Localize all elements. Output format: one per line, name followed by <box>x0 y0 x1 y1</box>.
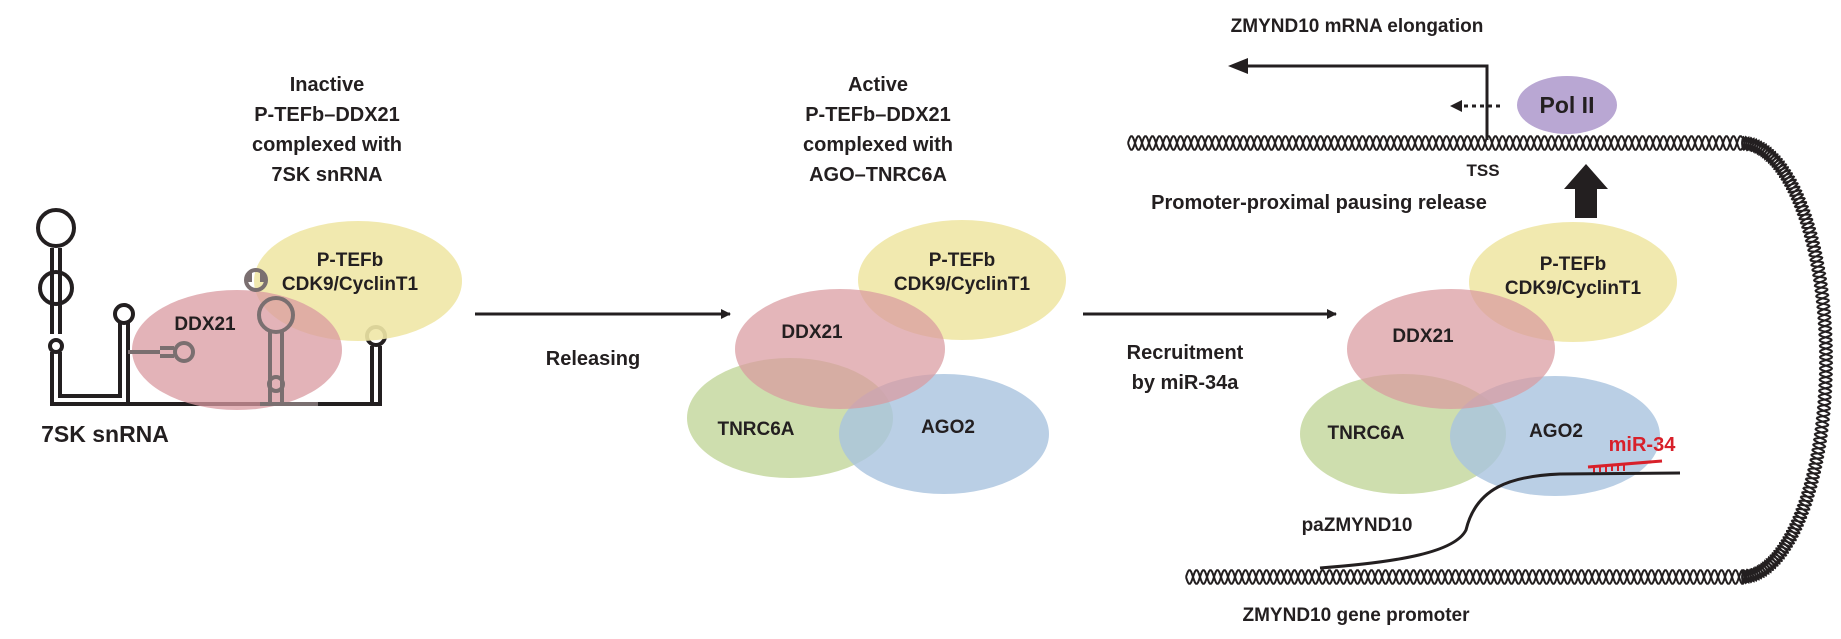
pausing-label: Promoter-proximal pausing release <box>1151 192 1487 214</box>
panel2-ptefb-label-line2: CDK9/CyclinT1 <box>894 274 1031 295</box>
panel-recruitment: ZMYND10 mRNA elongation Pol II TSS Promo… <box>1127 16 1834 626</box>
panel-active: Active P-TEFb–DDX21 complexed with AGO–T… <box>687 74 1066 494</box>
pazmynd10-strand-icon <box>1319 471 1681 570</box>
snrna-stem-loop-icon <box>36 208 387 406</box>
panel2-title-line3: complexed with <box>803 134 953 156</box>
mir34-label: miR-34 <box>1609 434 1677 456</box>
panel1-title-line1: Inactive <box>290 74 364 96</box>
panel3-tnrc6a-label: TNRC6A <box>1327 423 1404 444</box>
arrow1-label: Releasing <box>546 348 640 370</box>
panel2-ddx21-label: DDX21 <box>781 322 843 343</box>
panel2-title-line2: P-TEFb–DDX21 <box>805 104 951 126</box>
panel3-ago2-label: AGO2 <box>1529 421 1583 442</box>
arrow-icon <box>1450 100 1462 112</box>
panel1-snrna-label: 7SK snRNA <box>41 421 169 447</box>
panel2-title-line1: Active <box>848 74 908 96</box>
pol2-label: Pol II <box>1540 92 1595 118</box>
dna-helix-icon <box>1741 135 1834 585</box>
elongation-label: ZMYND10 mRNA elongation <box>1231 16 1484 37</box>
arrow-icon <box>1228 58 1248 74</box>
arrow2-label-line1: Recruitment <box>1127 342 1244 364</box>
dna-helix-icon <box>1185 569 1749 585</box>
panel1-ddx21-label: DDX21 <box>174 314 236 335</box>
panel1-title-line3: complexed with <box>252 134 402 156</box>
panel2-tnrc6a-label: TNRC6A <box>717 419 794 440</box>
arrow-releasing: Releasing <box>475 309 731 370</box>
arrow2-label-line2: by miR-34a <box>1132 372 1240 394</box>
panel1-title-line2: P-TEFb–DDX21 <box>254 104 400 126</box>
panel3-ptefb-label-line1: P-TEFb <box>1540 254 1607 275</box>
promoter-label: ZMYND10 gene promoter <box>1243 605 1471 626</box>
dna-helix-icon <box>1185 569 1749 585</box>
dna-helix-icon <box>1127 135 1743 151</box>
panel2-ago2-label: AGO2 <box>921 417 975 438</box>
panel-inactive: Inactive P-TEFb–DDX21 complexed with 7SK… <box>36 74 462 447</box>
panel1-ptefb-label-line1: P-TEFb <box>317 250 384 271</box>
panel2-title-line4: AGO–TNRC6A <box>809 164 947 186</box>
pol2-ellipse <box>1517 76 1617 134</box>
pa-label: paZMYND10 <box>1302 515 1413 536</box>
ddx21-ellipse <box>132 290 342 410</box>
panel3-ddx21-label: DDX21 <box>1392 326 1454 347</box>
ago2-ellipse <box>839 374 1049 494</box>
ddx21-ellipse <box>1347 289 1555 409</box>
tss-label: TSS <box>1466 161 1499 180</box>
panel3-ptefb-label-line2: CDK9/CyclinT1 <box>1505 278 1642 299</box>
dna-helix-icon <box>1127 135 1743 151</box>
panel1-title-line4: 7SK snRNA <box>271 164 382 186</box>
elongation-arrow-icon <box>1232 64 1489 140</box>
panel2-ptefb-label-line1: P-TEFb <box>929 250 996 271</box>
arrow-recruitment: Recruitment by miR-34a <box>1083 309 1337 394</box>
ddx21-ellipse <box>735 289 945 409</box>
up-arrow-icon <box>1564 164 1608 218</box>
mir34-basepair-icon <box>1593 465 1625 473</box>
panel1-ptefb-label-line2: CDK9/CyclinT1 <box>282 274 419 295</box>
snrna-stem-loop-overlap-icon <box>128 268 318 406</box>
